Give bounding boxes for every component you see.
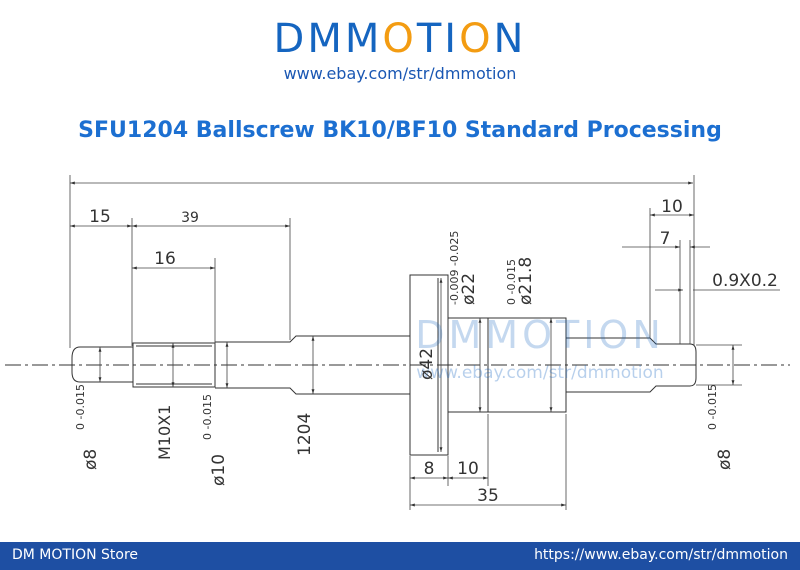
dim-phi218: ø21.8: [516, 257, 536, 305]
brand-logo: DMMOTION: [0, 16, 800, 62]
brand-part: TI: [416, 16, 460, 62]
dim-phi10: ø10: [209, 454, 229, 486]
dim-phi22: ø22: [459, 273, 479, 305]
dim-phi8-left: ø8: [81, 449, 101, 470]
footer-bar: DM MOTION Store https://www.ebay.com/str…: [0, 542, 800, 570]
dim-m10: M10X1: [155, 405, 174, 460]
brand-part: DMM: [273, 16, 383, 62]
dim-8-bottom: 8: [424, 459, 435, 479]
dim-1204: 1204: [295, 413, 315, 456]
shaft-right: [566, 337, 697, 393]
dim-10-top: 10: [661, 197, 683, 217]
brand-part: N: [493, 16, 527, 62]
dim-16: 16: [154, 249, 176, 269]
brand-o-accent: O: [459, 16, 494, 62]
dim-35: 35: [477, 486, 499, 506]
tol-phi218: 0 -0.015: [505, 259, 518, 305]
dim-phi42: ø42: [417, 348, 437, 380]
watermark-url: www.ebay.com/str/dmmotion: [416, 363, 663, 383]
dim-10-bottom: 10: [457, 459, 479, 479]
tol-phi8-right: 0 -0.015: [706, 384, 719, 430]
dim-phi8-right: ø8: [715, 449, 735, 470]
nut-body: [447, 317, 567, 413]
store-url: www.ebay.com/str/dmmotion: [283, 64, 517, 83]
dim-39: 39: [181, 210, 199, 226]
store-name: DM MOTION Store: [12, 547, 139, 563]
dim-15: 15: [89, 207, 111, 227]
tol-phi10: 0 -0.015: [201, 394, 214, 440]
store-link[interactable]: https://www.ebay.com/str/dmmotion: [534, 547, 788, 563]
tol-phi22: -0.009 -0.025: [448, 231, 461, 305]
brand-o-accent: O: [382, 16, 417, 62]
dim-chamfer: 0.9X0.2: [712, 271, 778, 291]
watermark-brand: DMMOTION: [415, 313, 665, 357]
page-title: SFU1204 Ballscrew BK10/BF10 Standard Pro…: [78, 118, 722, 143]
dim-7: 7: [660, 229, 671, 249]
tol-phi8-left: 0 -0.015: [74, 384, 87, 430]
